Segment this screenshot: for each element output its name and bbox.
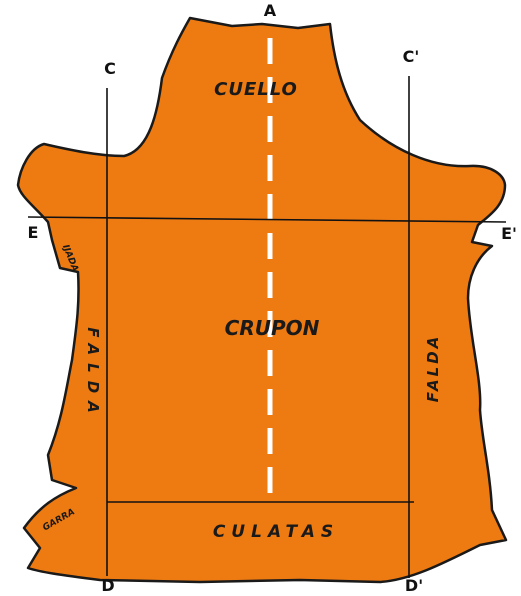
region-label-falda-right: FALDA [424, 334, 442, 403]
point-label-e: E [28, 223, 39, 242]
point-label-c: C [104, 59, 116, 78]
region-label-cuello: CUELLO [214, 79, 298, 100]
line-e-e-prime [27, 216, 507, 223]
point-label-c-prime: C' [403, 47, 420, 66]
point-label-e-prime: E' [501, 224, 517, 243]
region-label-culatas: CULATAS [213, 522, 339, 542]
point-label-a: A [264, 1, 277, 20]
region-label-falda-left: FALDA [84, 327, 102, 421]
hide-silhouette [16, 16, 508, 584]
point-label-d-prime: D' [405, 576, 423, 595]
point-label-d: D [101, 576, 114, 595]
region-label-crupon: CRUPON [225, 316, 320, 340]
